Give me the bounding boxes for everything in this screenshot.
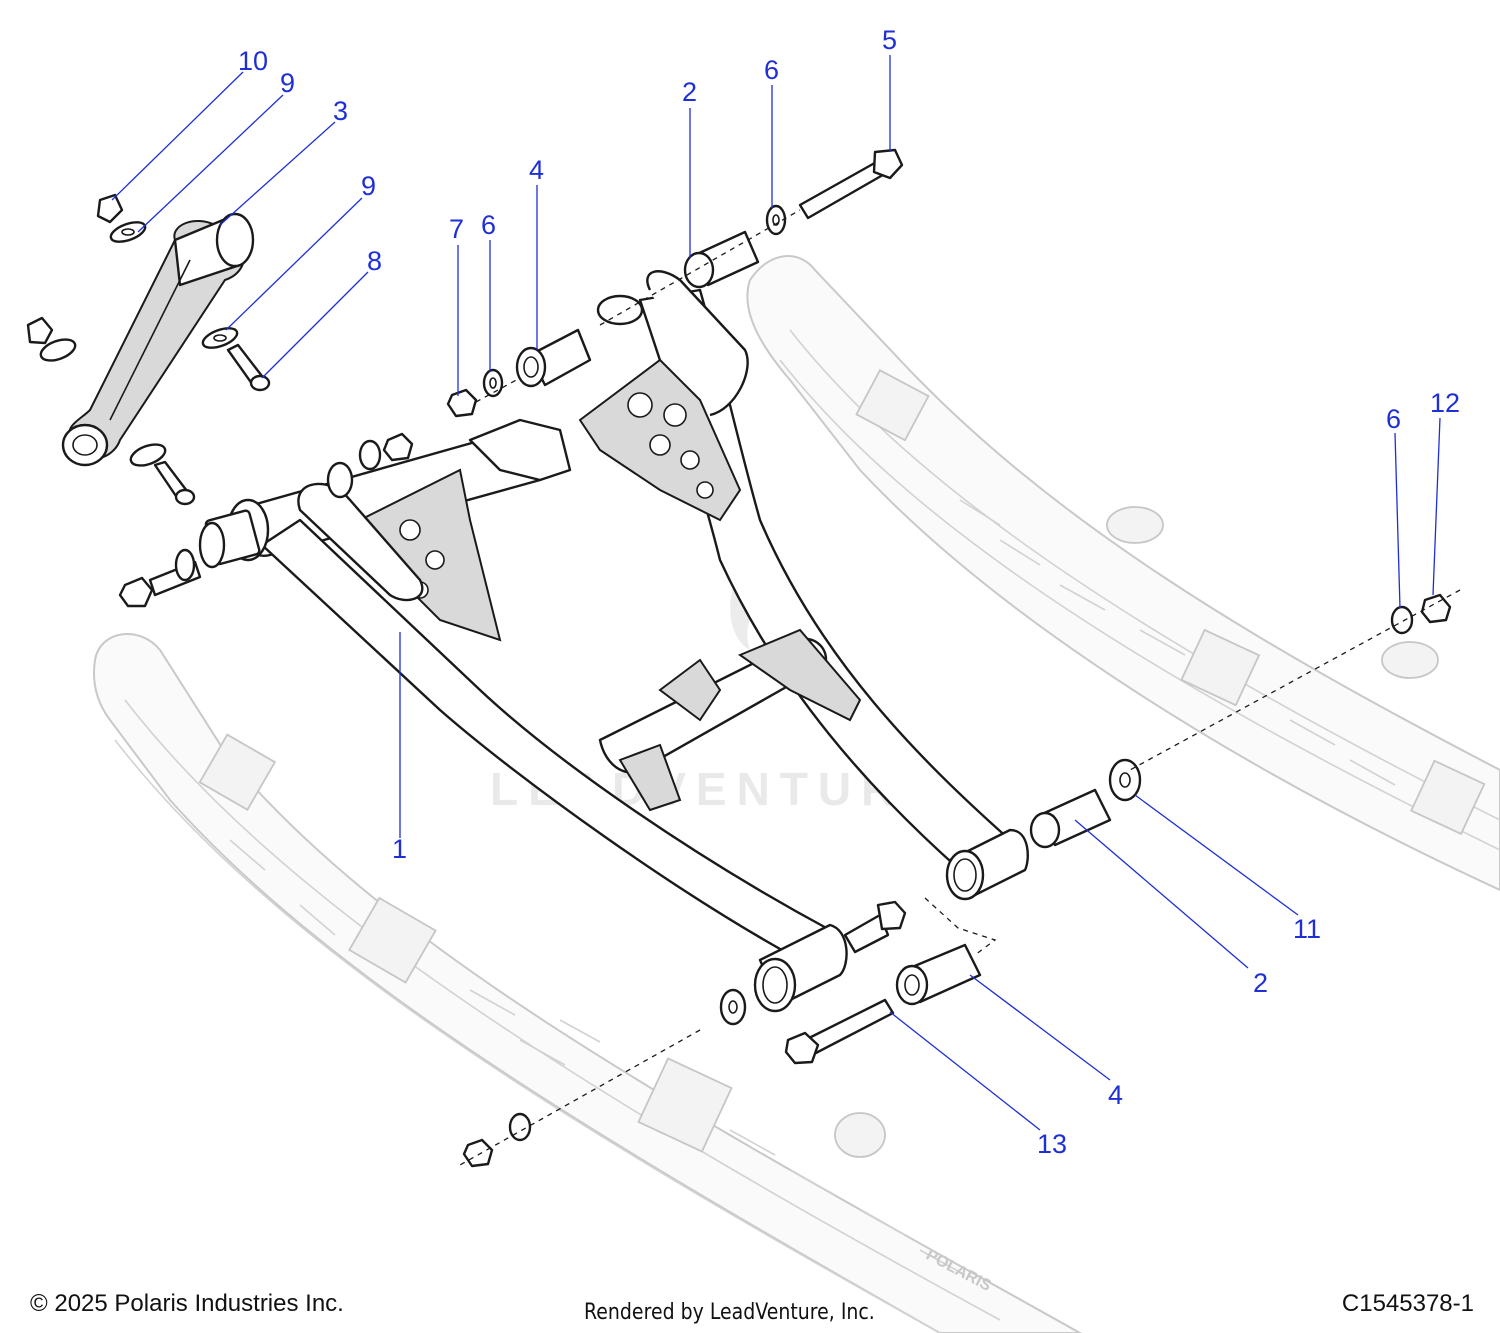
left-slide-rail: POLARIS	[92, 633, 1083, 1333]
link-arm-hardware	[26, 193, 271, 506]
lower-pivot-hardware	[459, 589, 1461, 1168]
callout-4: 4	[1108, 1080, 1123, 1110]
diagram-code: C1545378-1	[1341, 1290, 1474, 1317]
leader-lines	[111, 55, 1441, 1131]
callout-2: 2	[1253, 968, 1268, 998]
callout-6: 6	[764, 55, 779, 85]
callout-9: 9	[361, 171, 376, 201]
callout-9: 9	[280, 68, 295, 98]
callout-13: 13	[1037, 1129, 1067, 1159]
callout-10: 10	[238, 46, 268, 76]
callout-1: 1	[392, 834, 407, 864]
right-slide-rail	[746, 255, 1500, 892]
callout-6: 6	[1386, 404, 1401, 434]
callout-labels: 10 9 3 9 8 7 6 4 2 6 5 6 12 1 11 2 4 13	[238, 25, 1460, 1159]
callout-6: 6	[481, 210, 496, 240]
callout-8: 8	[367, 246, 382, 276]
callout-2: 2	[682, 77, 697, 107]
rendered-by-text: Rendered by LeadVenture, Inc.	[584, 1300, 875, 1325]
upper-pivot-hardware	[118, 148, 904, 608]
callout-11: 11	[1293, 914, 1321, 944]
copyright-text: © 2025 Polaris Industries Inc.	[30, 1290, 344, 1317]
callout-4: 4	[529, 155, 544, 185]
swing-arm-frame	[198, 270, 1029, 1013]
callout-12: 12	[1430, 388, 1460, 418]
link-arm	[61, 212, 255, 467]
callout-3: 3	[333, 96, 348, 126]
callout-5: 5	[882, 25, 897, 55]
callout-7: 7	[449, 214, 464, 244]
